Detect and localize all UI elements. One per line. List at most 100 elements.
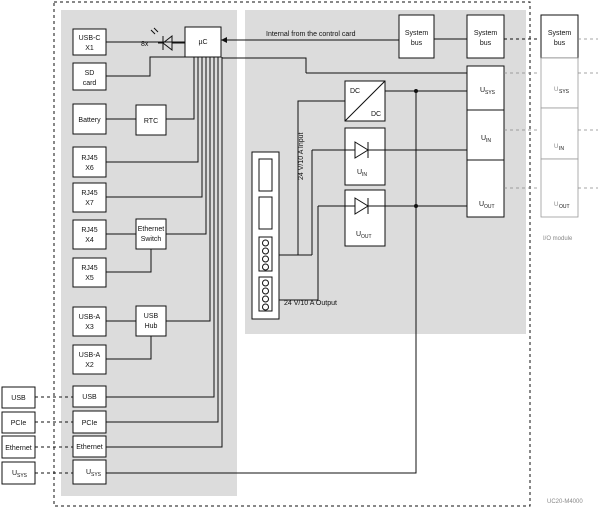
microcontroller-block: µC (184, 26, 222, 58)
ethernet-switch-block: Ethernet Switch (135, 218, 167, 250)
svg-text:U: U (554, 202, 558, 208)
io-module: System bus U SYS U IN U OUT (540, 14, 579, 218)
svg-text:IN: IN (362, 172, 367, 178)
sd-card-block: SD card (72, 62, 107, 91)
usb-a-x2-block: USB-A X2 (72, 344, 107, 375)
outer-dashed-frame (53, 1, 531, 507)
svg-text:System: System (474, 30, 498, 37)
led-count-label: 8x (141, 41, 149, 48)
uin-diode-block: U IN (344, 127, 386, 186)
svg-text:U: U (356, 231, 361, 238)
svg-text:Battery: Battery (78, 117, 101, 124)
left-pcie-connector: PCIe (1, 411, 36, 434)
control-card-wires (106, 41, 417, 474)
io-module-label: I/O module (543, 236, 573, 242)
svg-text:SYS: SYS (91, 472, 102, 478)
svg-text:bus: bus (554, 40, 566, 47)
svg-text:SYS: SYS (485, 90, 496, 96)
rtc-block: RTC (135, 104, 167, 136)
inner-ethernet-connector: Ethernet (72, 435, 107, 458)
svg-text:IN: IN (559, 146, 564, 152)
svg-text:DC: DC (350, 88, 360, 95)
usb-hub-block: USB Hub (135, 305, 167, 337)
svg-text:RTC: RTC (144, 118, 158, 125)
card-uin-block: U IN (466, 109, 505, 161)
svg-text:Ethernet: Ethernet (76, 444, 103, 451)
svg-text:USB: USB (11, 395, 26, 402)
uout-diode-block: U OUT (344, 189, 386, 247)
svg-text:X3: X3 (85, 324, 94, 331)
svg-text:bus: bus (411, 40, 423, 47)
svg-text:X4: X4 (85, 237, 94, 244)
svg-text:RJ45: RJ45 (81, 265, 97, 272)
svg-text:U: U (12, 470, 17, 477)
svg-text:card: card (83, 80, 97, 87)
svg-text:U: U (86, 469, 91, 476)
rj45-x4-block: RJ45 X4 (72, 219, 107, 250)
input-rating-label: 24 V/10 A Input (298, 132, 305, 180)
card-usys-block: U SYS (466, 65, 505, 111)
svg-text:OUT: OUT (484, 204, 495, 210)
part-number-label: UC20-M4000 (547, 499, 583, 505)
battery-block: Battery (72, 103, 107, 135)
system-bus-control-block: System bus (398, 14, 435, 59)
rj45-x7-block: RJ45 X7 (72, 182, 107, 213)
svg-text:X6: X6 (85, 165, 94, 172)
left-usys-connector: U SYS (1, 461, 36, 485)
svg-text:System: System (405, 30, 429, 37)
svg-text:DC: DC (371, 111, 381, 118)
svg-text:X2: X2 (85, 362, 94, 369)
svg-text:USB-C: USB-C (79, 35, 101, 42)
left-usb-connector: USB (1, 386, 36, 409)
svg-text:IN: IN (486, 138, 491, 144)
svg-text:System: System (548, 30, 572, 37)
inner-usys-connector: U SYS (72, 459, 107, 485)
svg-text:SYS: SYS (17, 473, 28, 479)
usb-a-x3-block: USB-A X3 (72, 306, 107, 337)
svg-text:bus: bus (480, 40, 492, 47)
rj45-x5-block: RJ45 X5 (72, 257, 107, 288)
dc-dc-converter-block: DC DC (344, 80, 386, 122)
svg-text:PCIe: PCIe (11, 420, 27, 427)
power-terminal-strip (251, 151, 312, 320)
svg-text:U: U (554, 87, 558, 93)
svg-text:U: U (479, 201, 484, 208)
left-ethernet-connector: Ethernet (1, 435, 36, 459)
svg-text:Switch: Switch (141, 236, 162, 243)
svg-text:Ethernet: Ethernet (5, 445, 32, 452)
svg-text:X5: X5 (85, 275, 94, 282)
svg-text:U: U (480, 87, 485, 94)
svg-text:Hub: Hub (145, 323, 158, 330)
uc-arrow-head (221, 37, 227, 43)
internal-control-label: Internal from the control card (266, 31, 356, 38)
svg-text:PCIe: PCIe (82, 420, 98, 427)
svg-text:RJ45: RJ45 (81, 155, 97, 162)
led-icon (150, 27, 185, 52)
svg-text:OUT: OUT (361, 234, 372, 240)
svg-text:RJ45: RJ45 (81, 227, 97, 234)
svg-text:U: U (481, 135, 486, 142)
output-rating-label: 24 V/10 A Output (284, 300, 337, 307)
card-system-bus-block: System bus (466, 14, 505, 59)
svg-text:USB-A: USB-A (79, 352, 101, 359)
svg-text:U: U (554, 144, 558, 150)
svg-text:Ethernet: Ethernet (138, 226, 165, 233)
svg-text:SD: SD (85, 70, 95, 77)
svg-text:µC: µC (198, 39, 207, 46)
inner-pcie-connector: PCIe (72, 410, 107, 434)
power-wires (222, 57, 467, 301)
svg-text:OUT: OUT (559, 204, 570, 210)
svg-text:USB-A: USB-A (79, 314, 101, 321)
card-uout-block: U OUT (466, 159, 505, 218)
svg-text:USB: USB (82, 394, 97, 401)
svg-text:SYS: SYS (559, 89, 570, 95)
rj45-x6-block: RJ45 X6 (72, 146, 107, 178)
svg-text:X7: X7 (85, 200, 94, 207)
svg-text:USB: USB (144, 313, 159, 320)
usb-c-x1-block: USB-C X1 (72, 28, 107, 56)
inner-usb-connector: USB (72, 385, 107, 408)
svg-text:RJ45: RJ45 (81, 190, 97, 197)
svg-text:U: U (357, 169, 362, 176)
svg-text:X1: X1 (85, 45, 94, 52)
